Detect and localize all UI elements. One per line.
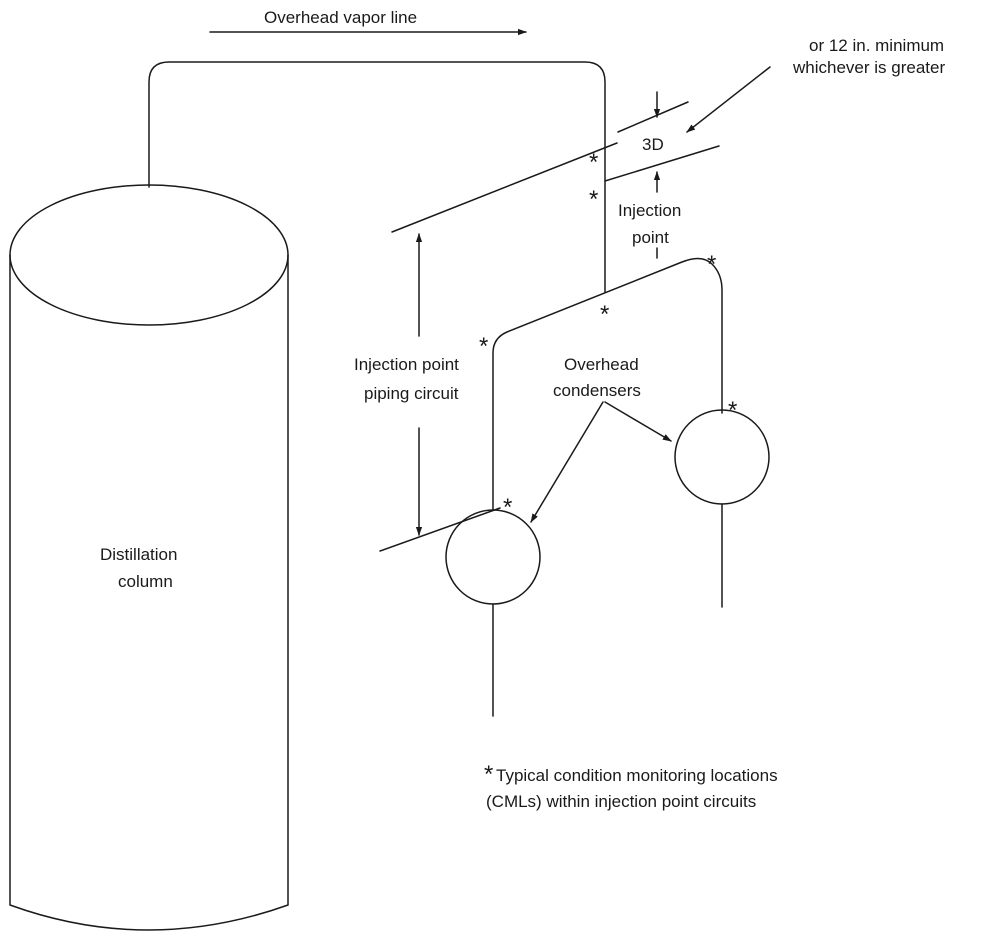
overhead-condenser-lower <box>445 509 541 605</box>
cml-marker: * <box>728 397 737 424</box>
column-label-line1: Distillation <box>100 545 177 564</box>
column-label-line2: column <box>118 572 173 591</box>
injection-point-label-line1: Injection <box>618 201 681 220</box>
three-d-line-upper <box>617 101 689 133</box>
circuit-label-line1: Injection point <box>354 355 459 374</box>
condenser-header-pipe <box>492 257 723 511</box>
injection-point-label-line2: point <box>632 228 669 247</box>
overhead-vapor-pipe <box>148 61 606 293</box>
min-note-arrow <box>686 66 771 133</box>
condensers-label-line2: condensers <box>553 381 641 400</box>
cml-marker: * <box>589 186 598 213</box>
condensers-arrow-upper <box>604 401 672 442</box>
cml-legend: * Typical condition monitoring locations… <box>484 761 778 811</box>
column-top-ellipse <box>9 184 289 326</box>
cml-marker: * <box>503 494 512 521</box>
legend-line2: (CMLs) within injection point circuits <box>486 792 756 811</box>
column-body <box>9 254 289 931</box>
three-d-label: 3D <box>642 135 664 154</box>
circuit-boundary-top <box>391 142 618 233</box>
legend-line1: Typical condition monitoring locations <box>496 766 778 785</box>
condensers-label-line1: Overhead <box>564 355 639 374</box>
cml-marker: * <box>479 333 488 360</box>
overhead-vapor-line-label: Overhead vapor line <box>264 8 417 27</box>
cml-marker: * <box>600 301 609 328</box>
legend-symbol: * <box>484 761 493 788</box>
circuit-boundary-bottom <box>379 507 501 552</box>
circuit-label-line2: piping circuit <box>364 384 459 403</box>
cml-marker: * <box>589 149 598 176</box>
three-d-line-lower <box>604 145 720 182</box>
min-note-line1: or 12 in. minimum <box>809 36 944 55</box>
cml-marker: * <box>707 251 716 278</box>
condensers-arrow-lower <box>530 401 604 523</box>
min-note-line2: whichever is greater <box>792 58 945 77</box>
overhead-condenser-upper <box>674 409 770 505</box>
